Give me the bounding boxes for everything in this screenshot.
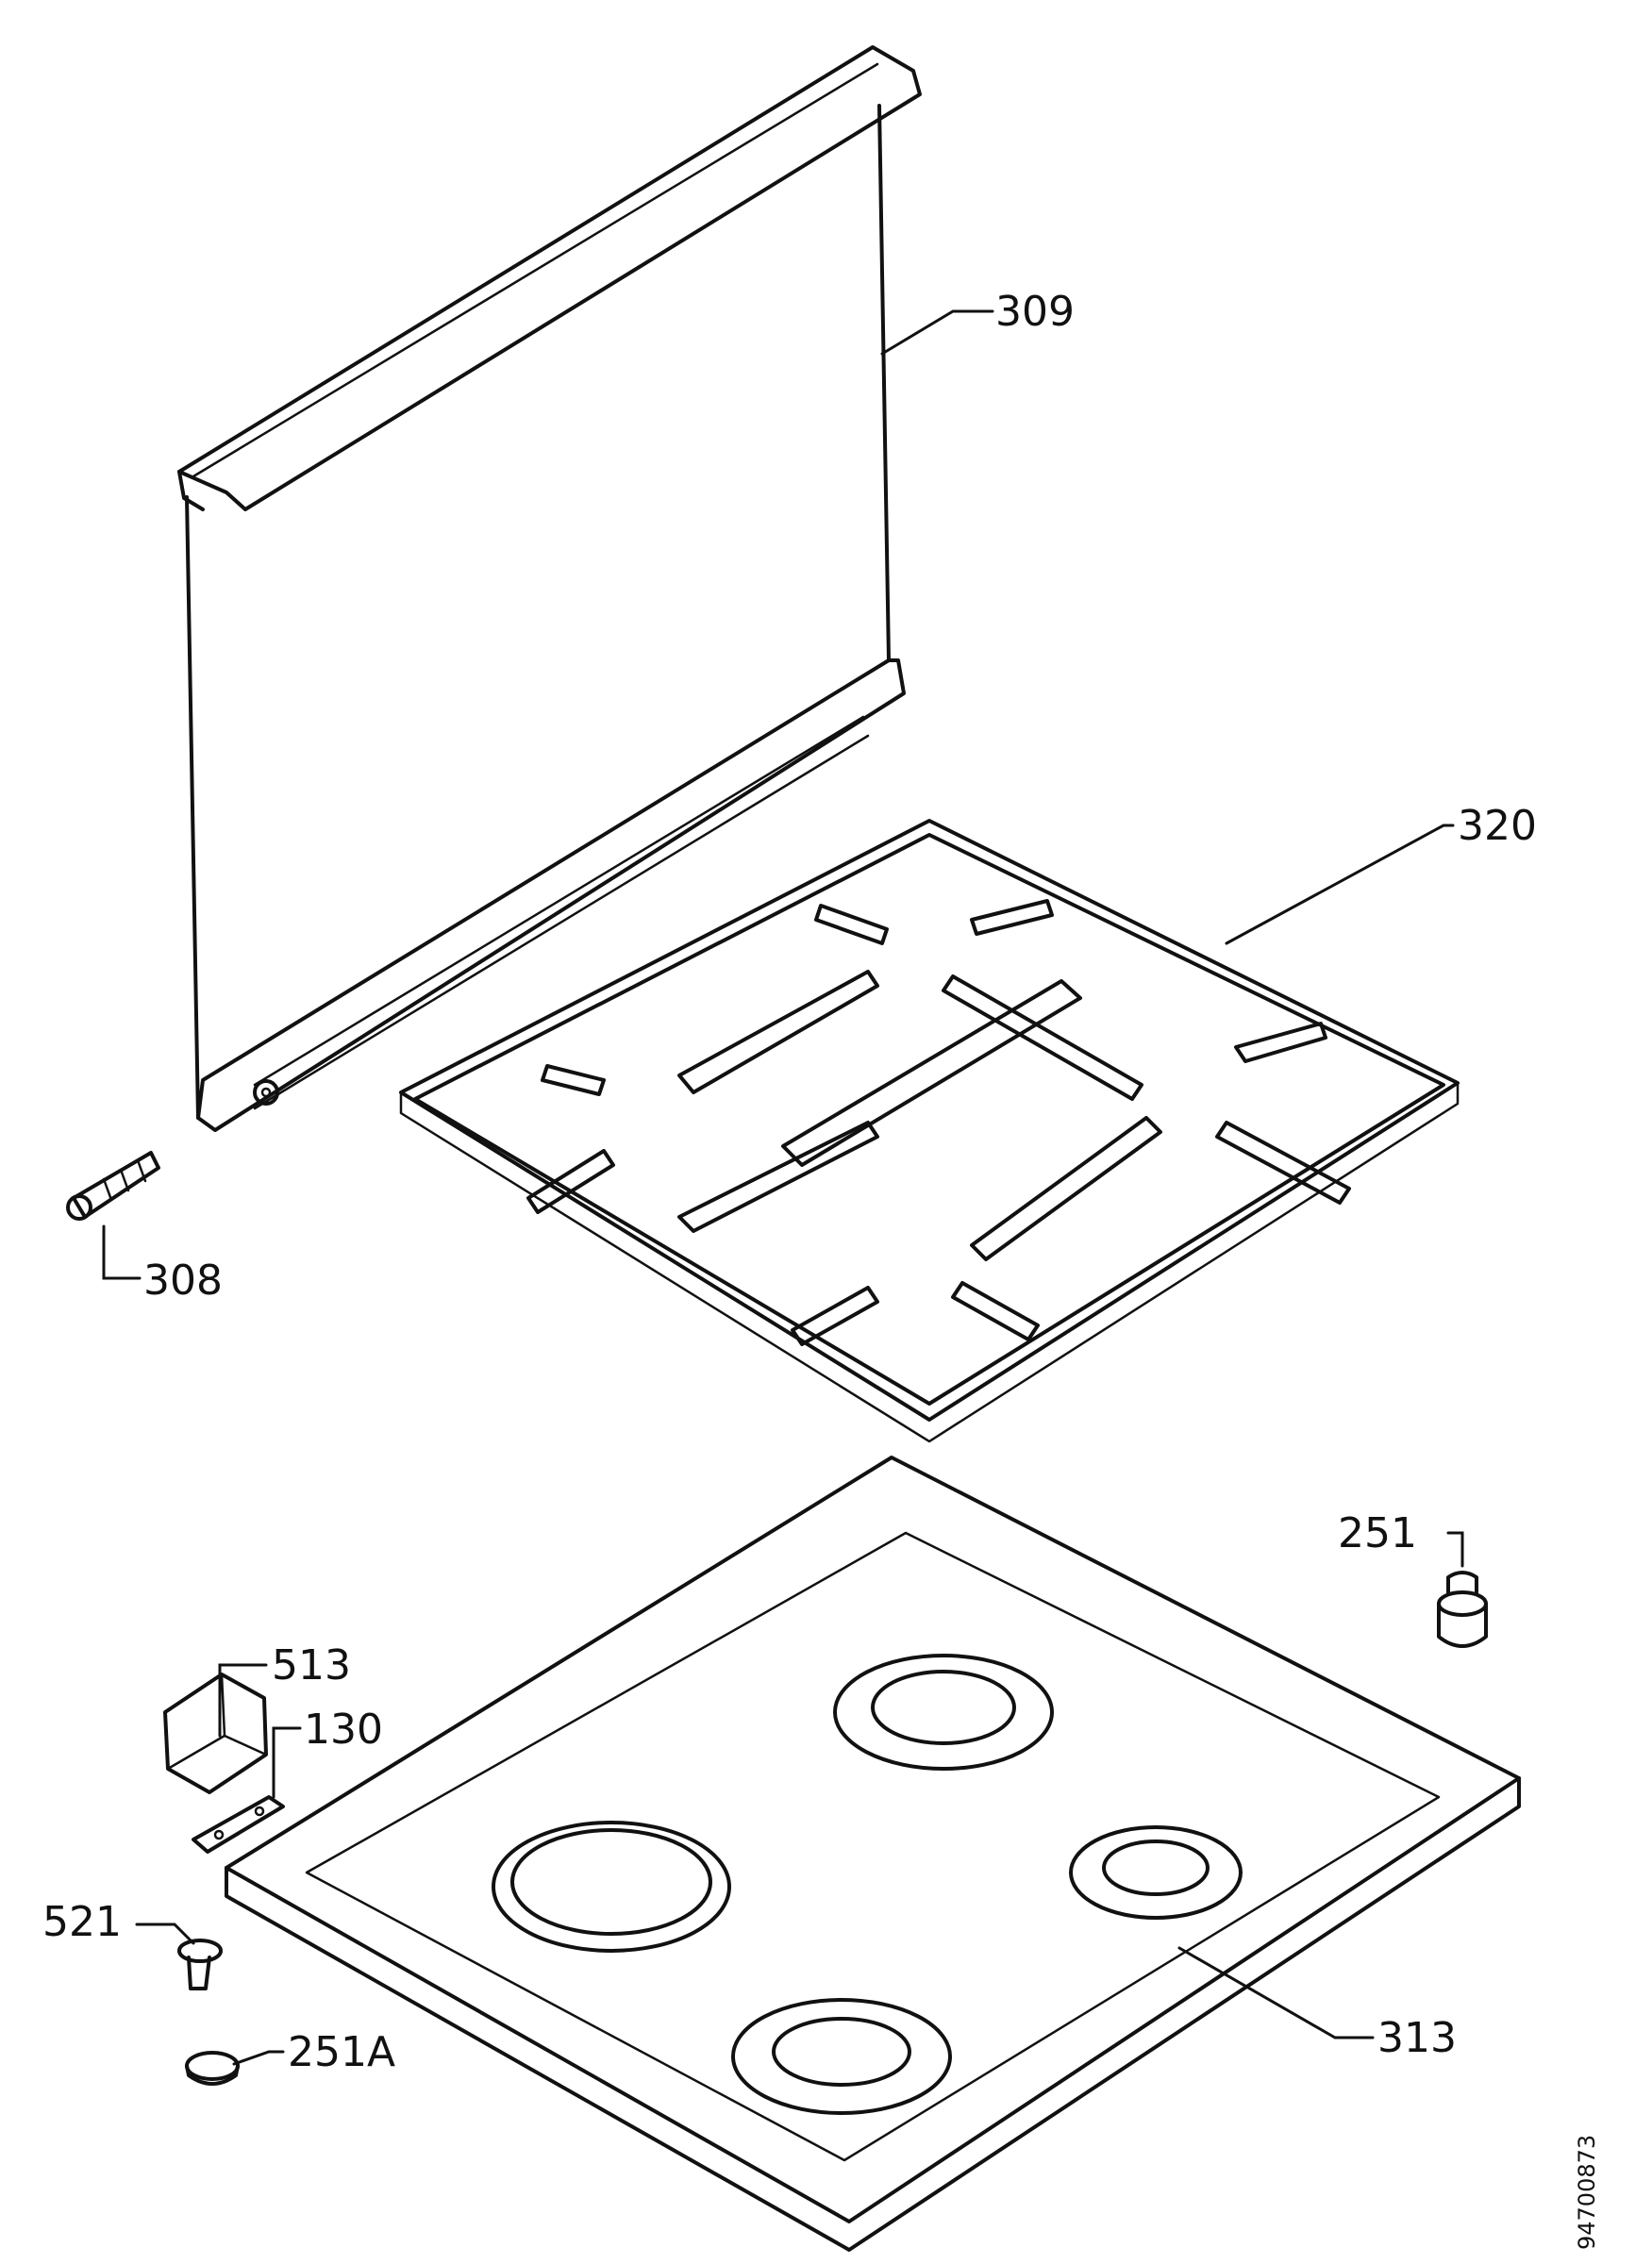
pan-support-grid-part <box>399 819 1460 1443</box>
screw-part <box>177 1939 223 1990</box>
hinge-bolt-part <box>66 1151 160 1221</box>
leader-lines <box>102 309 1464 2066</box>
callout-130: 130 <box>304 1706 383 1754</box>
callout-513: 513 <box>272 1641 351 1690</box>
bracket-part <box>192 1795 285 1854</box>
callout-320: 320 <box>1458 802 1537 850</box>
reference-number: 94700873 <box>1574 2135 1600 2250</box>
callout-251A: 251A <box>288 2028 395 2076</box>
knob-cap-part <box>185 2051 240 2086</box>
callout-309: 309 <box>995 288 1075 336</box>
callout-308: 308 <box>143 1257 223 1305</box>
knob-part <box>1437 1571 1488 1648</box>
callout-313: 313 <box>1377 2014 1457 2062</box>
callout-521: 521 <box>42 1898 122 1946</box>
hob-plate-part <box>225 1456 1521 2252</box>
switch-block-part <box>163 1673 268 1794</box>
glass-lid-part <box>177 45 922 1132</box>
callout-251: 251 <box>1338 1509 1417 1557</box>
